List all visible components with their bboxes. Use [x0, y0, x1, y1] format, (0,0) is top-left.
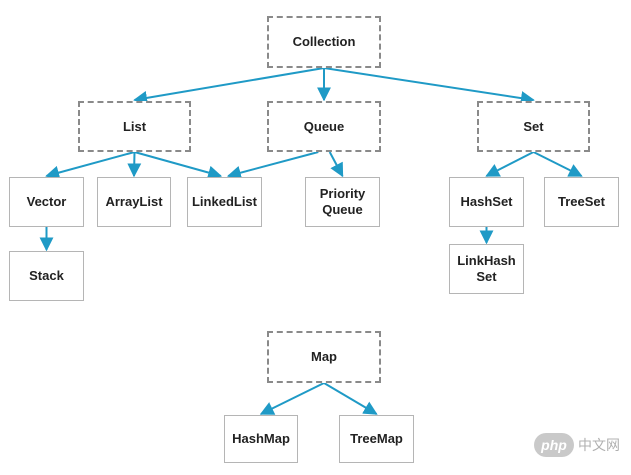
- edge-collection-to-set: [323, 67, 535, 106]
- edge-set-to-hashset: [485, 151, 534, 177]
- node-arraylist: ArrayList: [97, 177, 171, 227]
- node-hashmap: HashMap: [224, 415, 298, 463]
- node-hashset: HashSet: [449, 177, 524, 227]
- node-treeset: TreeSet: [544, 177, 619, 227]
- watermark-text: 中文网: [578, 438, 620, 454]
- edge-collection-to-list: [133, 67, 325, 105]
- node-priorityqueue: Priority Queue: [305, 177, 380, 227]
- node-list: List: [78, 101, 191, 152]
- node-queue: Queue: [267, 101, 381, 152]
- edge-set-to-treeset: [533, 151, 583, 177]
- node-vector: Vector: [9, 177, 84, 227]
- edge-list-to-arraylist: [127, 151, 142, 178]
- node-treemap: TreeMap: [339, 415, 414, 463]
- edge-queue-to-priorityqueue: [328, 151, 344, 178]
- node-map: Map: [267, 331, 381, 383]
- node-collection: Collection: [267, 16, 381, 68]
- node-linkedhashset: LinkHash Set: [449, 244, 524, 294]
- node-stack: Stack: [9, 251, 84, 301]
- watermark-logo: php 中文网: [534, 428, 626, 462]
- edge-list-to-vector: [45, 151, 135, 180]
- edge-map-to-treemap: [323, 382, 378, 415]
- edge-list-to-linkedlist: [134, 151, 223, 180]
- edge-map-to-hashmap: [259, 382, 325, 415]
- node-set: Set: [477, 101, 590, 152]
- watermark-badge: php: [534, 433, 574, 457]
- edge-queue-to-linkedlist: [226, 151, 319, 180]
- node-linkedlist: LinkedList: [187, 177, 262, 227]
